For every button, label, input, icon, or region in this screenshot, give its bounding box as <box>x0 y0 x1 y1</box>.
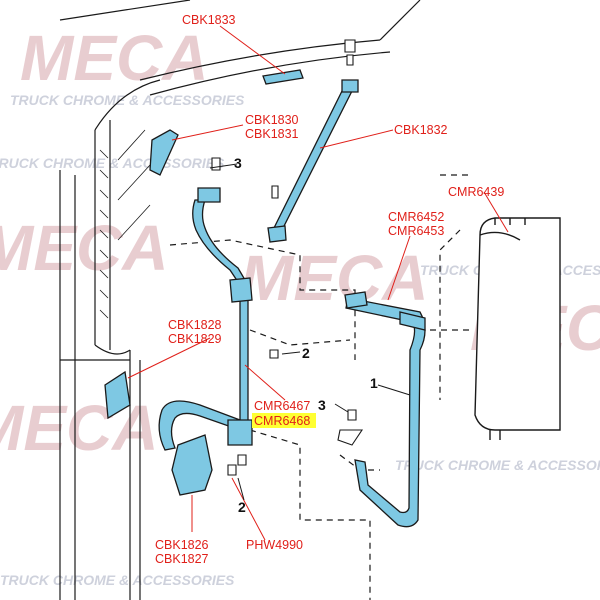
mount-plate-cbk1828 <box>104 370 131 420</box>
watermark-tagline: TRUCK CHROME & ACCESSORIES <box>10 92 245 108</box>
item-number-3: 3 <box>318 397 326 413</box>
callout-cmr6452: CMR6452 <box>388 210 444 224</box>
item-numbers: 1 2 2 3 3 <box>234 155 378 515</box>
watermark-brand: MECA <box>20 22 208 94</box>
watermark-brand: MECA <box>240 242 428 314</box>
callout-cbk1831: CBK1831 <box>245 127 299 141</box>
watermark-tagline: TRUCK CHROME & ACCESSORIES <box>395 457 600 473</box>
watermark-tagline: TRUCK CHROME & ACCESSORIES <box>0 572 235 588</box>
callout-cbk1833: CBK1833 <box>182 13 236 27</box>
roof-bracket-cbk1833 <box>262 69 304 85</box>
callout-cmr6453: CMR6453 <box>388 224 444 238</box>
callout-cbk1830: CBK1830 <box>245 113 299 127</box>
watermark-brand: MECA <box>0 212 168 284</box>
callout-cmr6467: CMR6467 <box>254 399 310 413</box>
pillar-bracket-cbk1830 <box>149 129 179 176</box>
watermark-brand: MECA <box>0 392 158 464</box>
highlighted-parts <box>104 69 426 528</box>
step-plate-cbk1826 <box>171 434 213 496</box>
callout-labels: CBK1833 CBK1830 CBK1831 CBK1832 CMR6439 … <box>155 13 504 566</box>
highlight-box <box>252 413 316 428</box>
watermark-tagline: TRUCK CHROME & ACCESSORIES <box>0 155 225 171</box>
item-number-3: 3 <box>234 155 242 171</box>
callout-cbk1829: CBK1829 <box>168 332 222 346</box>
callout-cbk1832: CBK1832 <box>394 123 448 137</box>
callout-phw4990: PHW4990 <box>246 538 303 552</box>
item-number-1: 1 <box>370 375 378 391</box>
callout-cbk1828: CBK1828 <box>168 318 222 332</box>
leader-lines <box>127 25 509 541</box>
item-number-2: 2 <box>302 345 310 361</box>
callout-cbk1827: CBK1827 <box>155 552 209 566</box>
grab-bar-cmr6452 <box>345 297 426 528</box>
strut-cbk1832 <box>270 84 357 233</box>
callout-cmr6468: CMR6468 <box>254 414 310 428</box>
item-leaders <box>209 163 411 501</box>
callout-cmr6439: CMR6439 <box>448 185 504 199</box>
tank-body <box>474 217 561 440</box>
item-number-2: 2 <box>238 499 246 515</box>
watermark-layer: MECA TRUCK CHROME & ACCESSORIES MECA TRU… <box>0 22 600 588</box>
grab-bar-cmr6467 <box>192 199 249 431</box>
callout-cbk1826: CBK1826 <box>155 538 209 552</box>
